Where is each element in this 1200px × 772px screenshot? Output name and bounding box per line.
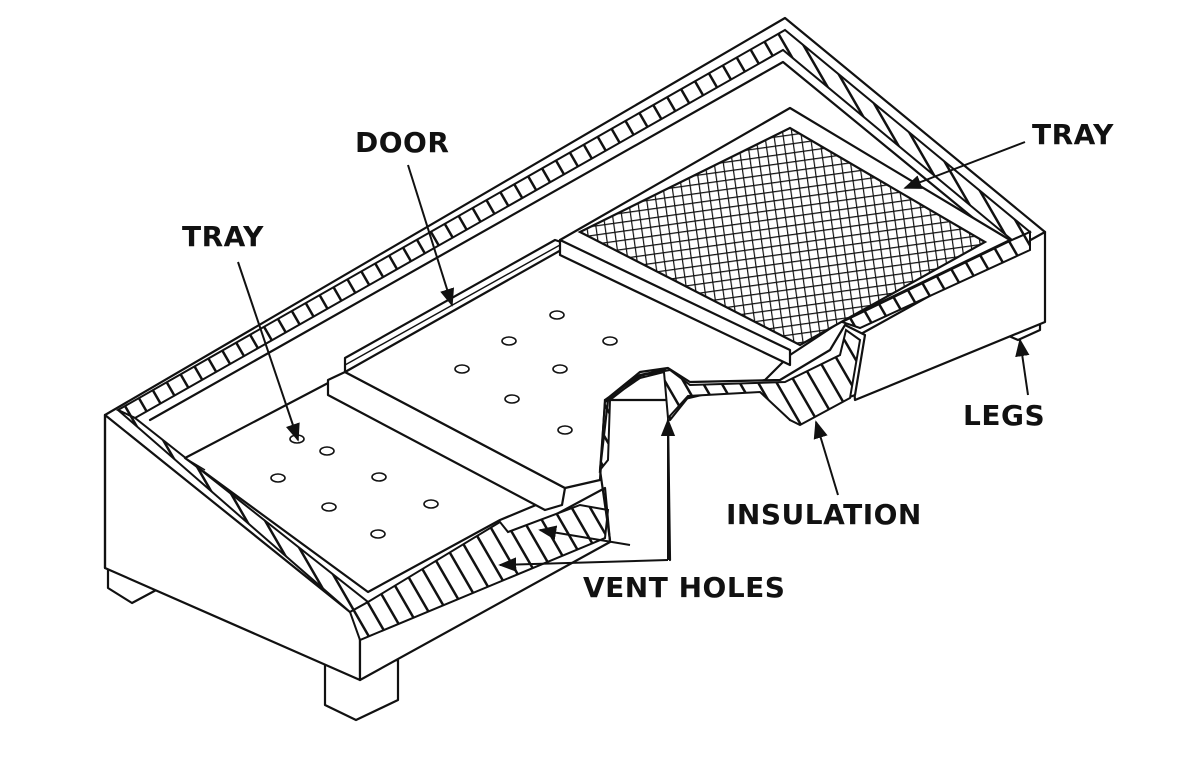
arrow-tray-right — [903, 141, 1026, 189]
labels: DOOR TRAY TRAY LEGS INSULATION VENT HOLE… — [182, 118, 1114, 604]
upper-chamber — [558, 106, 1012, 367]
vent-hole — [552, 364, 568, 374]
arrow-legs — [1015, 338, 1030, 396]
tray-right-front-edge — [558, 238, 792, 367]
vent-hole — [454, 364, 470, 374]
insulation-walls — [115, 28, 1032, 642]
inner-rim — [148, 60, 1002, 422]
tray-left-floor — [183, 380, 562, 594]
vent-holes-middle — [454, 310, 618, 435]
arrow-vent-holes-c — [538, 525, 631, 546]
label-insulation: INSULATION — [726, 498, 922, 531]
label-door: DOOR — [355, 126, 449, 159]
cutaway-insulation — [598, 328, 862, 474]
vent-hole — [549, 310, 565, 320]
label-tray-left: TRAY — [182, 220, 264, 253]
vent-hole — [319, 446, 335, 456]
vent-hole — [501, 336, 517, 346]
vent-hole — [423, 499, 439, 509]
arrow-door — [407, 164, 455, 307]
vent-hole — [270, 473, 286, 483]
vent-holes-left — [270, 434, 439, 539]
vent-hole — [371, 472, 387, 482]
tray-right-mesh — [577, 126, 988, 347]
vent-hole — [602, 336, 618, 346]
vent-hole — [557, 425, 573, 435]
vent-hole — [321, 502, 337, 512]
annotation-arrows — [237, 141, 1030, 572]
arrow-insulation — [813, 420, 839, 496]
label-vent-holes: VENT HOLES — [583, 571, 785, 604]
outer-rim — [103, 16, 1047, 417]
arrow-vent-holes-a — [498, 557, 669, 572]
arrow-tray-left — [237, 261, 300, 442]
vent-hole — [504, 394, 520, 404]
label-tray-right: TRAY — [1032, 118, 1114, 151]
cutaway — [598, 323, 867, 562]
label-legs: LEGS — [963, 399, 1045, 432]
vent-hole — [370, 529, 386, 539]
